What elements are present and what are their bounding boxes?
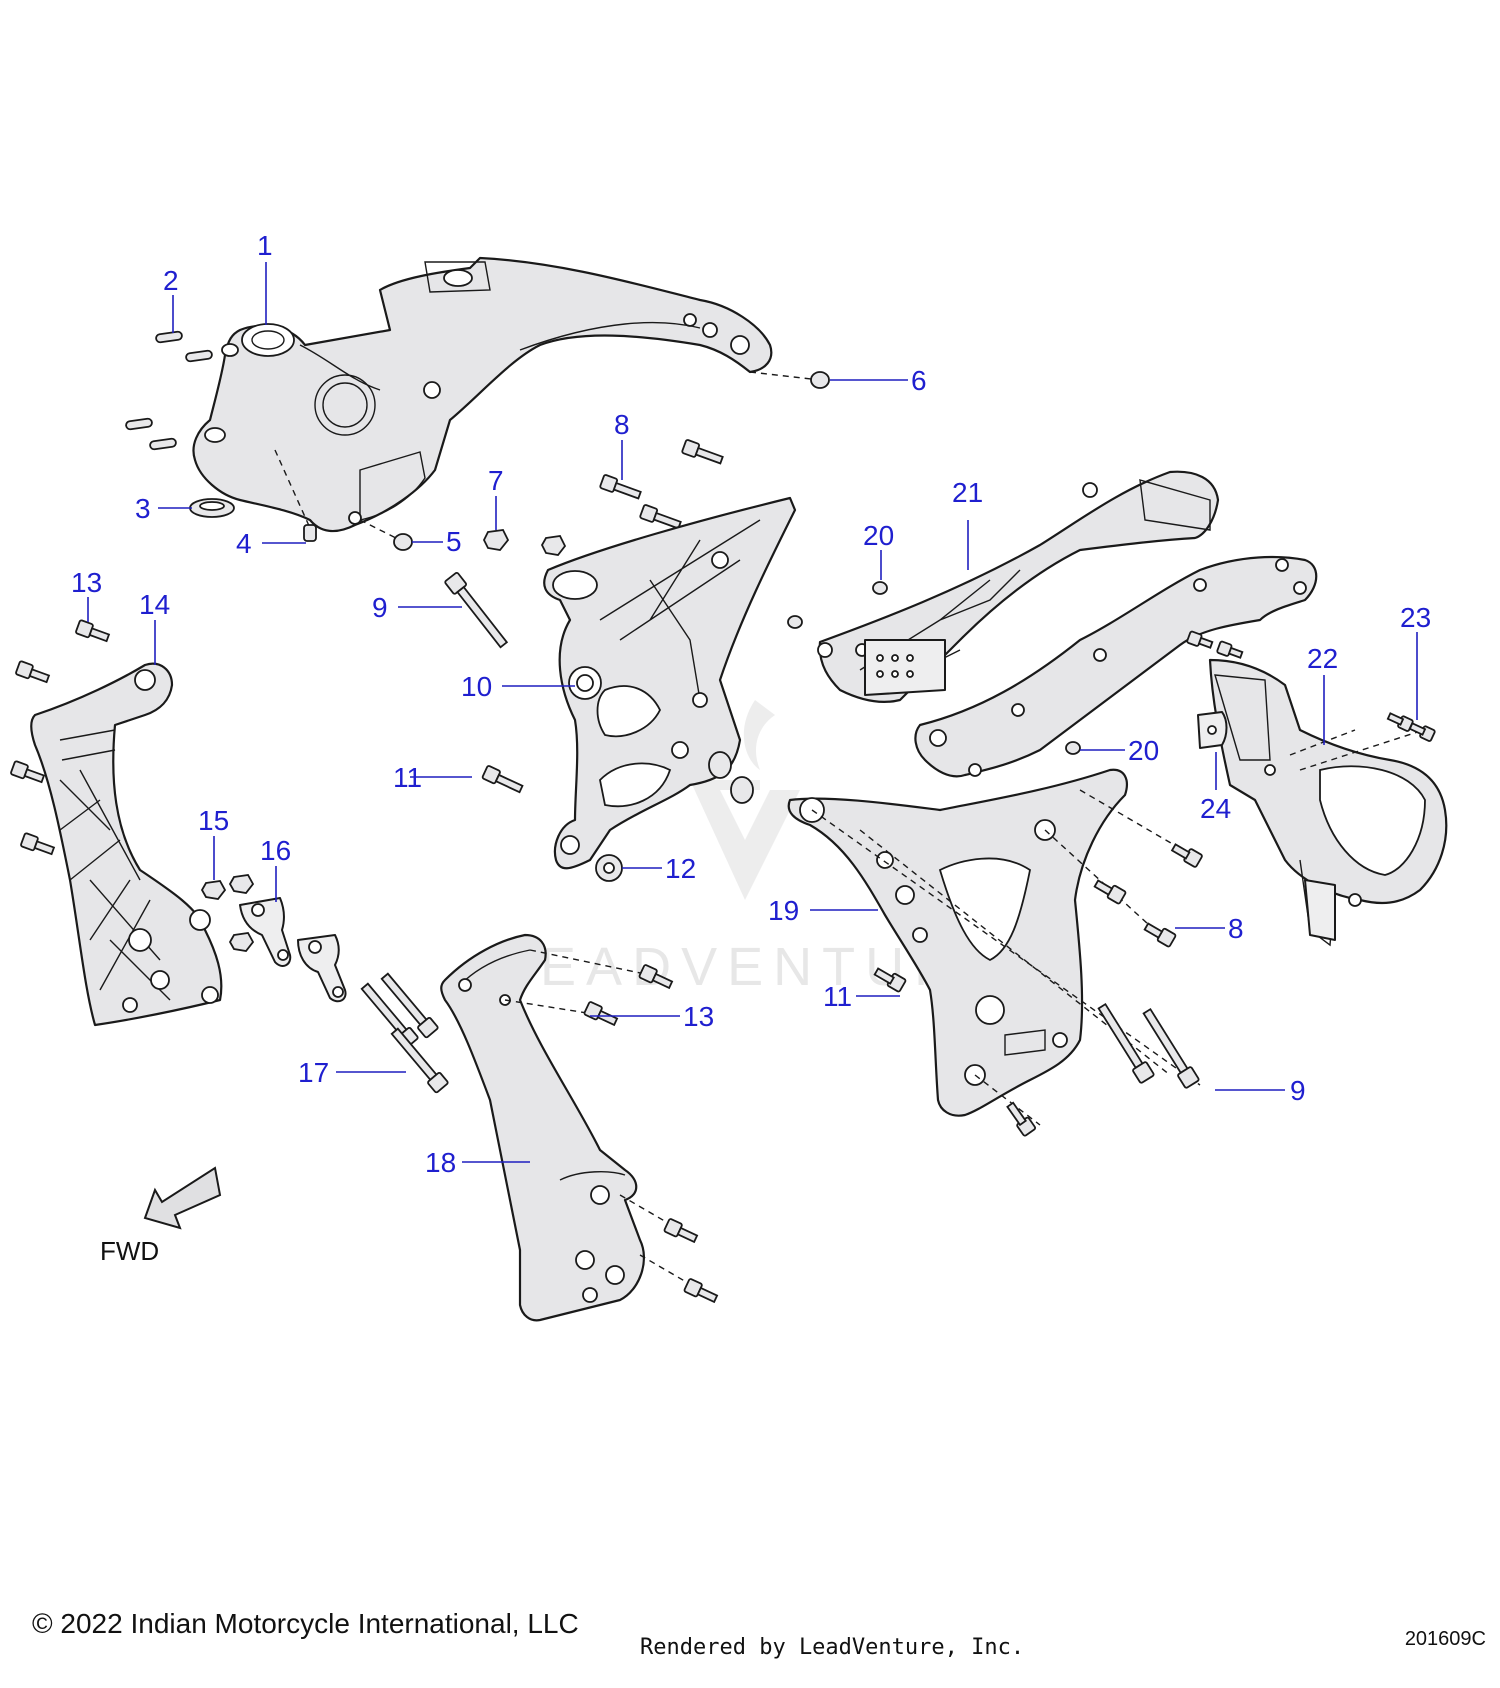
callout-19: 19 (768, 895, 799, 926)
part-2-pins[interactable] (125, 330, 213, 451)
callout-11b: 11 (823, 981, 852, 1012)
callout-23: 23 (1400, 602, 1431, 633)
part-8-bolts-lower[interactable] (1093, 841, 1203, 948)
callout-3: 3 (135, 493, 151, 524)
callout-14: 14 (139, 589, 170, 620)
callout-9b: 9 (1290, 1075, 1306, 1106)
part-4-fitting[interactable] (274, 449, 317, 542)
callout-13: 13 (71, 567, 102, 598)
callout-10: 10 (461, 671, 492, 702)
part-21-rear-subframe[interactable] (817, 470, 1220, 704)
callout-labels: 1 2 3 4 5 6 7 8 9 10 11 12 13 14 15 16 1… (71, 230, 1431, 1178)
callout-leaders (87, 262, 1418, 1163)
callout-11: 11 (393, 762, 422, 793)
part-5-plug[interactable] (359, 519, 413, 551)
part-16-links[interactable] (239, 897, 347, 1003)
callout-13b: 13 (683, 1001, 714, 1032)
forward-arrow-icon: FWD (100, 1166, 222, 1266)
callout-12: 12 (665, 853, 696, 884)
part-15-nuts[interactable] (200, 874, 255, 952)
part-9-long-bolt[interactable] (444, 571, 510, 650)
part-13-bolts-lower[interactable] (583, 964, 719, 1304)
callout-22: 22 (1307, 643, 1338, 674)
part-10-front-bracket[interactable] (543, 496, 797, 870)
callout-4: 4 (236, 528, 252, 559)
callout-20b: 20 (1128, 735, 1159, 766)
part-1-main-frame[interactable] (192, 256, 773, 533)
part-12-washers[interactable] (595, 751, 754, 882)
part-11-bolt-left[interactable] (481, 765, 524, 795)
part-6-plug[interactable] (810, 371, 830, 389)
footer-diagram-code: 201609C (1404, 1628, 1486, 1650)
footer-copyright: © 2022 Indian Motorcycle International, … (32, 1608, 579, 1639)
part-7-nut[interactable] (482, 529, 567, 556)
part-17-long-bolts[interactable] (359, 971, 449, 1094)
callout-17: 17 (298, 1057, 329, 1088)
part-8-bolts-upper[interactable] (599, 439, 724, 531)
callout-24: 24 (1200, 793, 1231, 824)
part-13-bolts[interactable] (10, 619, 111, 857)
callout-9: 9 (372, 592, 388, 623)
part-23-bolts[interactable] (1186, 630, 1436, 742)
callout-8: 8 (614, 409, 630, 440)
callout-2: 2 (163, 265, 179, 296)
callout-20: 20 (863, 520, 894, 551)
callout-16: 16 (260, 835, 291, 866)
callout-7: 7 (488, 465, 504, 496)
part-22-side-bracket[interactable] (1208, 658, 1448, 947)
part-18-lower-bracket[interactable] (440, 933, 645, 1322)
callout-15: 15 (198, 805, 229, 836)
footer-rendered-by: Rendered by LeadVenture, Inc. (640, 1635, 1025, 1660)
part-14-left-bracket[interactable] (30, 662, 223, 1027)
callout-6: 6 (911, 365, 927, 396)
part-11-bolts-lower[interactable] (873, 965, 1037, 1137)
fwd-label: FWD (100, 1236, 159, 1266)
part-24-clip[interactable] (1197, 711, 1228, 749)
part-rear-frame-lower-arm[interactable] (914, 555, 1318, 778)
callout-8b: 8 (1228, 913, 1244, 944)
callout-1: 1 (257, 230, 273, 261)
part-20-nuts[interactable] (787, 581, 1081, 755)
part-19-right-bracket[interactable] (787, 768, 1128, 1117)
callout-5: 5 (446, 526, 462, 557)
part-3-bearing-race[interactable] (189, 498, 235, 518)
part-9-long-bolts-lower[interactable] (1095, 1002, 1200, 1089)
callout-21: 21 (952, 477, 983, 508)
callout-18: 18 (425, 1147, 456, 1178)
